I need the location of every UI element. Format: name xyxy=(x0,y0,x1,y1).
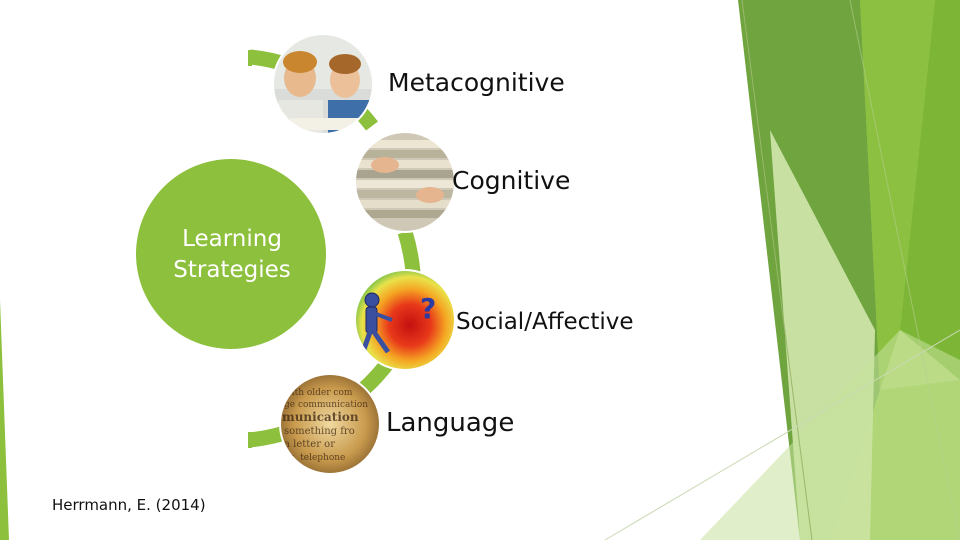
corner-decoration xyxy=(604,0,960,540)
svg-text:ge communication: ge communication xyxy=(284,400,368,410)
center-label-line2: Strategies xyxy=(173,257,291,283)
svg-text:with older com: with older com xyxy=(284,388,353,398)
svg-text:ns, telephone: ns, telephone xyxy=(284,453,345,463)
item-label-metacognitive: Metacognitive xyxy=(388,68,565,97)
item-label-cognitive: Cognitive xyxy=(452,166,571,195)
cognitive-image xyxy=(355,132,455,232)
left-edge-decoration xyxy=(0,300,9,540)
svg-text:something fro: something fro xyxy=(284,426,355,437)
svg-text:?: ? xyxy=(420,292,436,325)
item-label-social-affective: Social/Affective xyxy=(456,309,634,335)
social-affective-image: ? xyxy=(355,270,455,370)
center-label: Learning Strategies xyxy=(140,224,324,286)
citation: Herrmann, E. (2014) xyxy=(52,496,206,514)
item-label-language: Language xyxy=(386,408,515,438)
svg-text:a letter or: a letter or xyxy=(284,439,335,450)
svg-text:munication: munication xyxy=(282,410,359,424)
center-label-line1: Learning xyxy=(182,226,282,252)
learning-strategies-circle xyxy=(136,159,326,349)
language-image: with older com ge communication municati… xyxy=(280,374,380,474)
